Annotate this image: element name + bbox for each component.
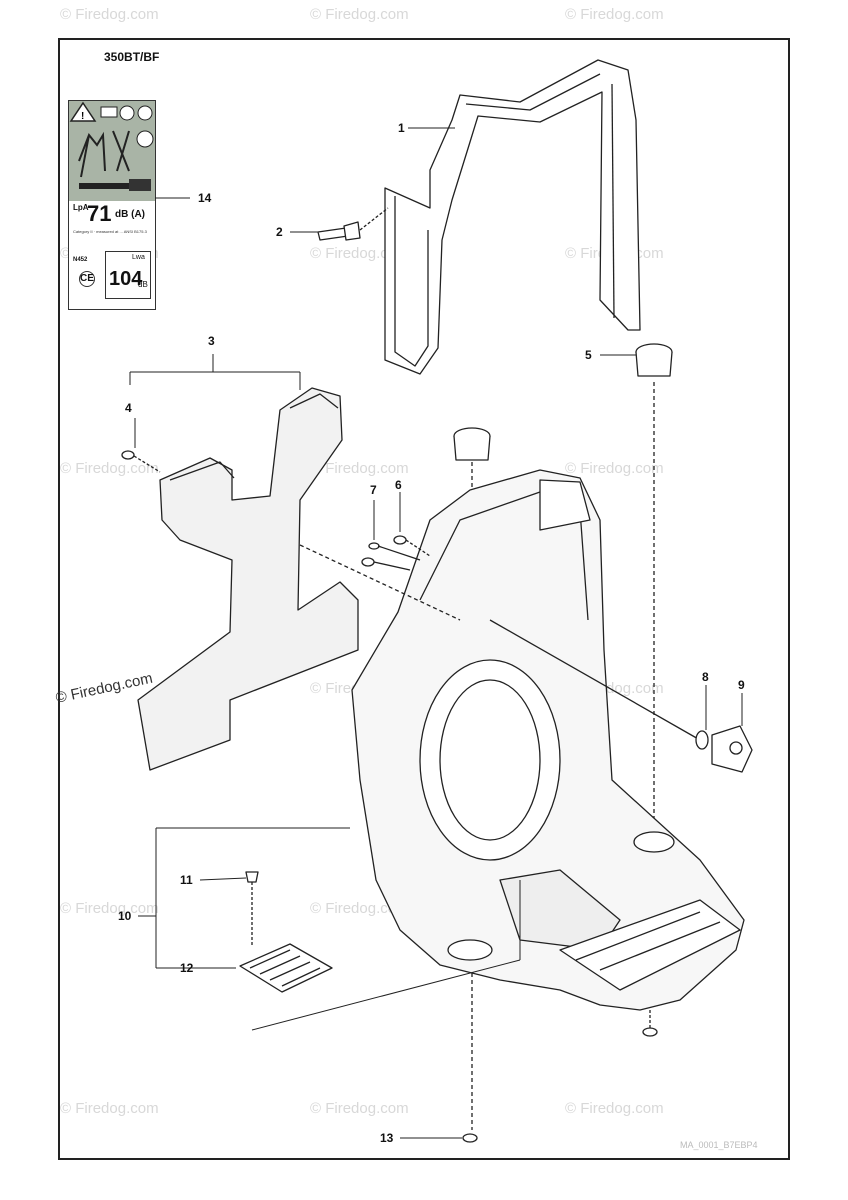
db-label: LpA	[73, 203, 89, 212]
decal-fine-print: Category II · measured at ... ANSI B175.…	[73, 229, 147, 234]
lwa-label: Lwa	[132, 254, 145, 261]
callout-9: 9	[738, 678, 745, 692]
noise-decal: ! LpA 71 dB (A) Category II · measured a…	[68, 100, 156, 310]
callout-6: 6	[395, 478, 402, 492]
callout-1: 1	[398, 121, 405, 135]
lwa-unit: dB	[138, 280, 148, 289]
back-pad	[137, 387, 359, 771]
callout-8: 8	[702, 670, 709, 684]
callout-12: 12	[180, 961, 194, 975]
backplate	[351, 469, 745, 1011]
callout-2: 2	[276, 225, 283, 239]
nut-13	[462, 1133, 478, 1143]
watermark: © Firedog.com	[60, 1100, 159, 1117]
knob-9	[711, 725, 753, 773]
washer-8	[695, 730, 709, 750]
drawing-frame	[58, 38, 790, 1160]
watermark: © Firedog.com	[60, 900, 159, 917]
safety-pictograms: !	[69, 101, 155, 201]
warning-icon: !	[69, 101, 154, 191]
watermark: © Firedog.com	[310, 6, 409, 23]
watermark: © Firedog.com	[60, 460, 159, 477]
watermark: © Firedog.com	[565, 6, 664, 23]
watermark: © Firedog.com	[310, 900, 409, 917]
cap-top	[453, 427, 491, 1130]
callout-13: 13	[380, 1131, 394, 1145]
callout-10: 10	[118, 909, 132, 923]
lwa-value: 104	[109, 268, 143, 290]
cap-5	[635, 343, 673, 840]
callout-4: 4	[125, 401, 132, 415]
db-unit: dB (A)	[115, 209, 145, 220]
pad-12	[239, 943, 333, 993]
callout-5: 5	[585, 348, 592, 362]
callout-7: 7	[370, 483, 377, 497]
watermark: © Firedog.com	[565, 1100, 664, 1117]
svg-text:!: !	[81, 111, 84, 122]
watermark: © Firedog.com	[310, 245, 409, 262]
bolt-7	[361, 542, 421, 571]
ce-mark: CE	[79, 271, 95, 287]
callout-3: 3	[208, 334, 215, 348]
watermark: © Firedog.com	[60, 6, 159, 23]
db-value: 71	[87, 201, 112, 226]
norm-code: N452	[73, 257, 88, 263]
watermark: © Firedog.com	[310, 460, 409, 477]
model-title: 350BT/BF	[104, 50, 160, 64]
watermark: © Firedog.com	[310, 1100, 409, 1117]
callout-11: 11	[180, 873, 193, 887]
pin-11	[245, 871, 259, 946]
drawing-code: MA_0001_B7EBP4	[680, 1140, 758, 1150]
callout-14: 14	[198, 191, 212, 205]
lwa-box: Lwa 104 dB	[105, 251, 151, 299]
bolt-6	[393, 535, 431, 557]
watermark: © Firedog.com	[565, 460, 664, 477]
frame-bracket	[384, 59, 641, 375]
screw-2	[317, 207, 389, 241]
